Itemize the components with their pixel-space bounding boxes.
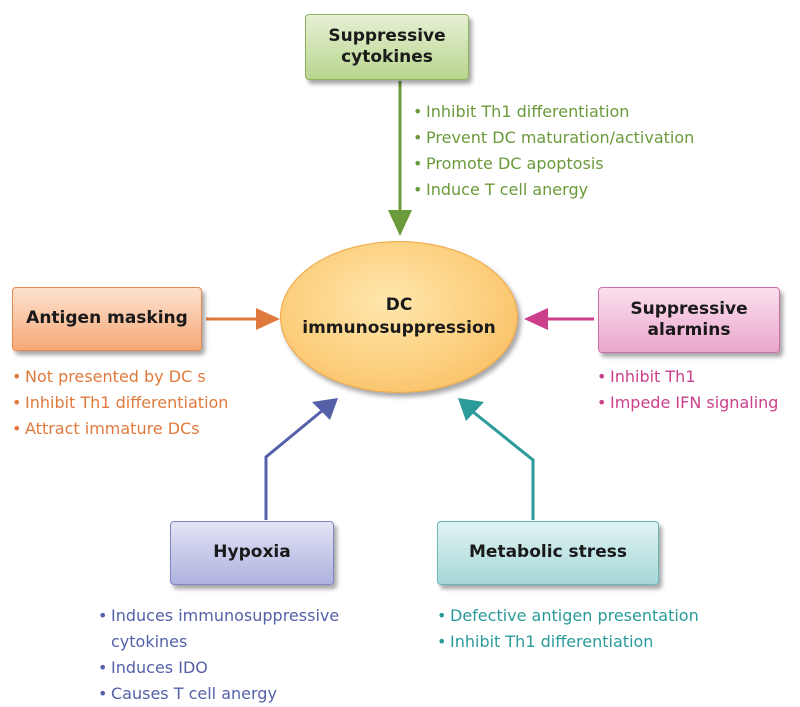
dc-immunosuppression-ellipse: DC immunosuppression bbox=[280, 241, 518, 393]
arrow-alarmins bbox=[524, 308, 594, 330]
suppressive-alarmins-box: Suppressive alarmins bbox=[598, 287, 780, 353]
arrow-antigen bbox=[206, 308, 280, 330]
list-item: •Inhibit Th1 differentiation bbox=[12, 393, 229, 412]
suppressive-cytokines-title-line2: cytokines bbox=[341, 47, 433, 67]
suppressive-alarmins-title-line1: Suppressive bbox=[630, 298, 748, 319]
list-item: •Not presented by DC s bbox=[12, 367, 206, 386]
arrow-hypoxia bbox=[264, 398, 338, 520]
list-item: •Prevent DC maturation/activation bbox=[413, 128, 695, 147]
list-item: •Impede IFN signaling bbox=[597, 393, 779, 412]
list-item: •Inhibit Th1 bbox=[597, 367, 696, 386]
antigen-masking-box: Antigen masking bbox=[12, 287, 202, 351]
metabolic-stress-box: Metabolic stress bbox=[437, 521, 659, 585]
list-item: •Causes T cell anergy bbox=[98, 684, 277, 703]
suppressive-cytokines-box: Suppressive cytokines bbox=[305, 14, 469, 80]
arrow-cytokines bbox=[388, 81, 412, 236]
list-item: •Induces immunosuppressive cytokines bbox=[98, 606, 340, 651]
list-item: •Induces IDO bbox=[98, 658, 208, 677]
list-item: •Promote DC apoptosis bbox=[413, 154, 604, 173]
list-item: •Inhibit Th1 differentiation bbox=[437, 632, 654, 651]
metabolic-stress-list: •Defective antigen presentation •Inhibit… bbox=[437, 603, 699, 655]
list-item: •Defective antigen presentation bbox=[437, 606, 699, 625]
antigen-masking-title: Antigen masking bbox=[26, 308, 188, 329]
hypoxia-title: Hypoxia bbox=[213, 542, 291, 563]
suppressive-alarmins-title-line2: alarmins bbox=[647, 320, 731, 340]
center-title-line1: DC bbox=[385, 295, 413, 316]
suppressive-cytokines-list: •Inhibit Th1 differentiation •Prevent DC… bbox=[413, 99, 694, 203]
antigen-masking-list: •Not presented by DC s •Inhibit Th1 diff… bbox=[12, 364, 228, 442]
arrow-metabolic bbox=[458, 398, 535, 520]
list-item: •Inhibit Th1 differentiation bbox=[413, 102, 630, 121]
hypoxia-list: •Induces immunosuppressive cytokines •In… bbox=[98, 603, 388, 707]
center-title-line2: immunosuppression bbox=[302, 318, 496, 338]
list-item: •Induce T cell anergy bbox=[413, 180, 589, 199]
hypoxia-box: Hypoxia bbox=[170, 521, 334, 585]
suppressive-cytokines-title-line1: Suppressive bbox=[328, 25, 446, 46]
list-item: •Attract immature DCs bbox=[12, 419, 200, 438]
metabolic-stress-title: Metabolic stress bbox=[469, 542, 627, 563]
suppressive-alarmins-list: •Inhibit Th1 •Impede IFN signaling bbox=[597, 364, 778, 416]
